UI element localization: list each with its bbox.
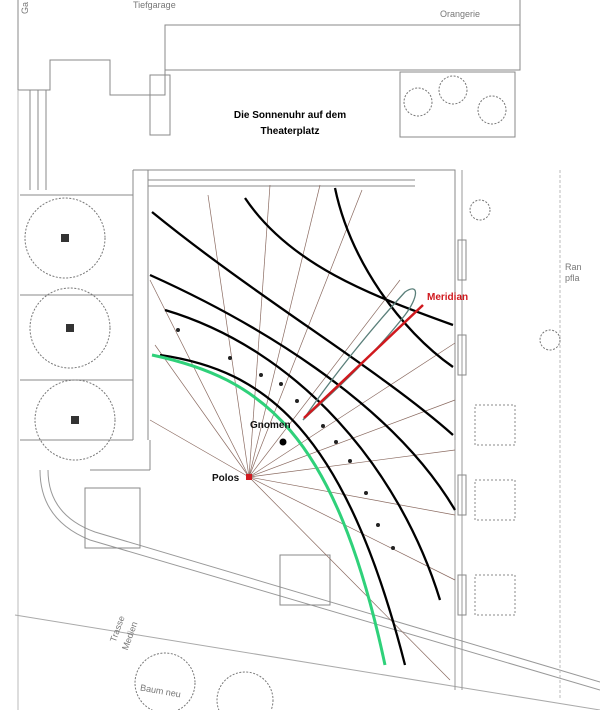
meridian-line — [303, 304, 424, 419]
tree-markers — [61, 234, 79, 424]
analemma — [302, 288, 417, 421]
diagram-title: Die Sonnenuhr auf dem Theaterplatz — [210, 108, 370, 140]
orangerie-label: Orangerie — [440, 9, 481, 19]
hour-dots — [176, 328, 395, 550]
date-lines — [149, 187, 456, 666]
polos-point — [246, 474, 252, 480]
rand-label-2: pfla — [565, 273, 580, 283]
trees — [24, 75, 561, 710]
title-line-2: Theaterplatz — [260, 126, 320, 137]
horizon-curve — [151, 353, 387, 666]
gnomon-label: Gnomen — [250, 420, 291, 431]
rand-label-1: Ran — [565, 262, 582, 272]
garage-label: Ga — [20, 1, 30, 14]
tiefgarage-label: Tiefgarage — [133, 0, 176, 10]
meridian-label: Meridian — [427, 292, 469, 303]
gnomon-point — [279, 438, 287, 446]
polos-label: Polos — [212, 473, 240, 484]
title-line-1: Die Sonnenuhr auf dem — [233, 110, 347, 121]
building-outlines — [14, 0, 600, 710]
